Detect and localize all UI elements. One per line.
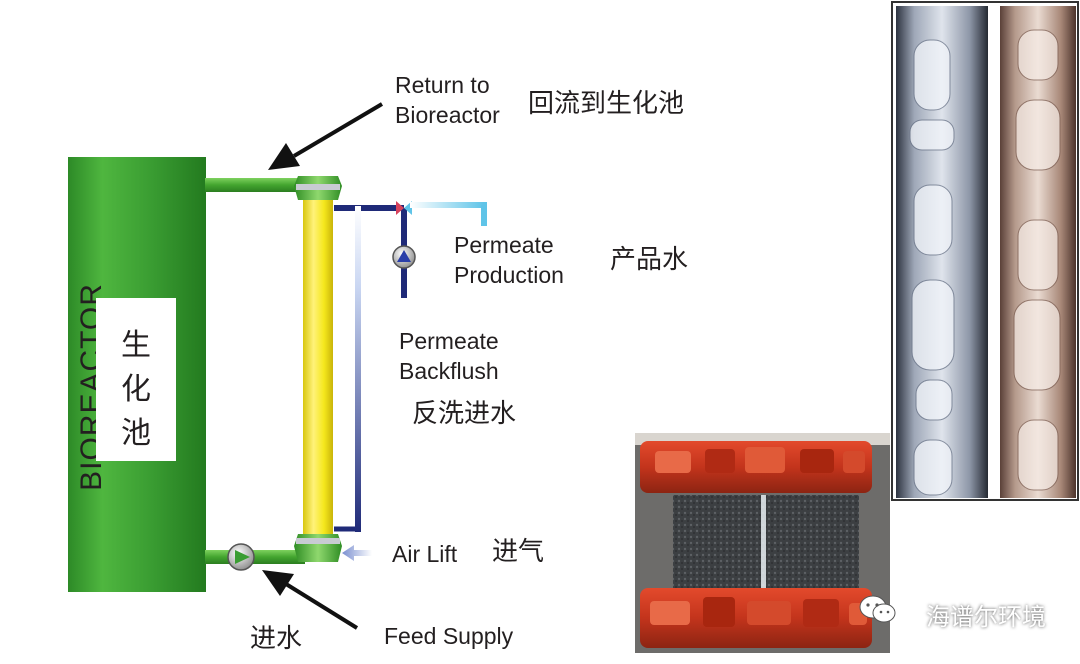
feed-pipe bbox=[205, 550, 305, 564]
return-pipe bbox=[205, 178, 305, 192]
permeate-production-label-cn: 产品水 bbox=[610, 245, 689, 275]
permeate-production-label-en-2: Production bbox=[454, 262, 564, 288]
feed-pump-icon bbox=[227, 543, 255, 571]
return-label-en-1: Return to bbox=[395, 72, 490, 98]
feed-supply-label-cn: 进水 bbox=[250, 624, 303, 654]
membrane-top-cap bbox=[294, 176, 342, 200]
backflush-label-en-2: Backflush bbox=[399, 358, 499, 384]
tube-bubbles-photo bbox=[890, 0, 1080, 502]
air-lift-label-en: Air Lift bbox=[392, 541, 458, 567]
bioreactor-cn-char-1: 生 bbox=[121, 328, 151, 363]
membrane-module-photo bbox=[635, 433, 890, 653]
permeate-production-label-en-1: Permeate bbox=[454, 232, 554, 258]
permeate-pump-icon bbox=[392, 245, 416, 269]
feed-supply-label-en: Feed Supply bbox=[384, 623, 514, 649]
membrane-bottom-cap bbox=[294, 534, 342, 562]
backflush-label-en-1: Permeate bbox=[399, 328, 499, 354]
membrane-module bbox=[303, 196, 333, 536]
air-lift-label-cn: 进气 bbox=[492, 537, 545, 567]
feed-arrow-icon bbox=[262, 570, 359, 630]
return-label-cn: 回流到生化池 bbox=[528, 89, 685, 119]
return-label-en-2: Bioreactor bbox=[395, 102, 500, 128]
wechat-icon bbox=[859, 595, 896, 623]
air-lift-arrow-icon bbox=[342, 545, 372, 561]
permeate-outlet-pipe bbox=[410, 202, 487, 226]
bioreactor-cn-char-3: 池 bbox=[121, 416, 151, 451]
return-arrow-icon bbox=[268, 102, 384, 170]
bioreactor-cn-label-box: 生 化 池 bbox=[96, 298, 176, 461]
backflush-label-cn: 反洗进水 bbox=[412, 399, 517, 429]
backflush-pipe bbox=[355, 206, 361, 532]
bioreactor-cn-char-2: 化 bbox=[121, 372, 151, 407]
watermark-text: 海谱尔环境 bbox=[926, 603, 1046, 631]
